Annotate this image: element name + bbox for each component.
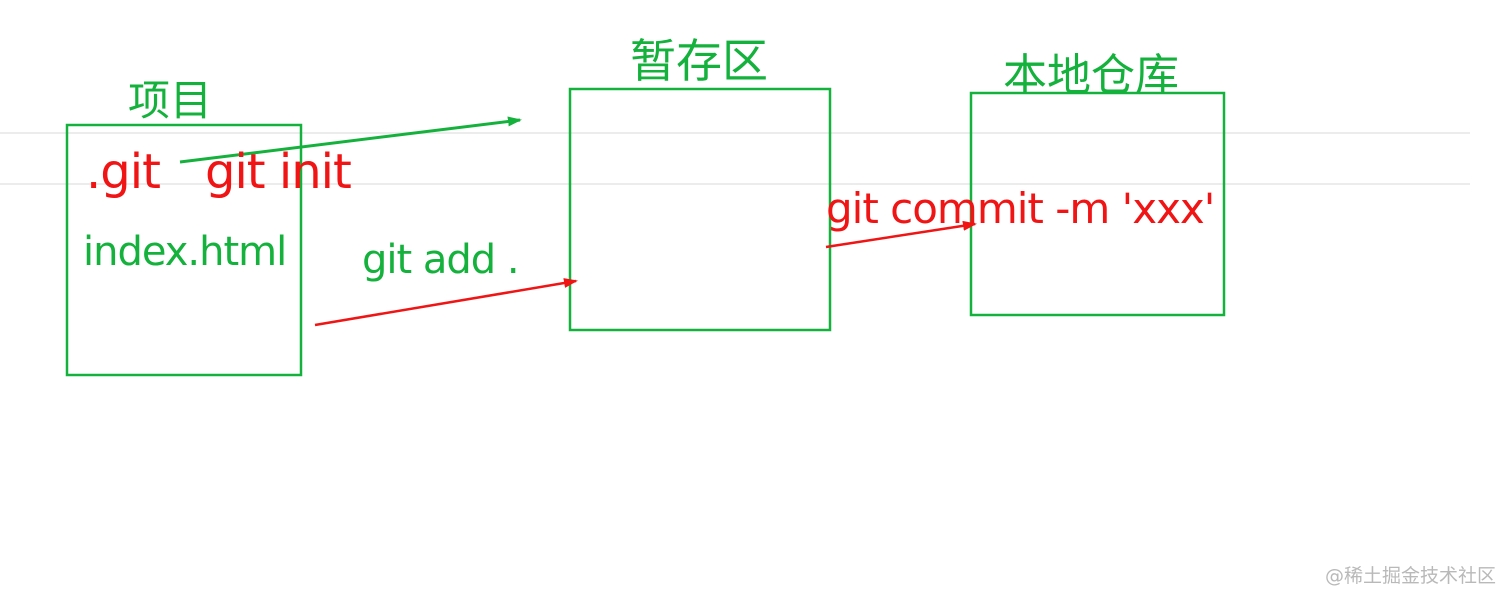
staging-area-label: 暂存区 — [630, 34, 768, 88]
project-label: 项目 — [128, 76, 213, 125]
dot-git-text: .git — [86, 144, 161, 200]
project-box — [65, 123, 303, 377]
git-commit-arrow — [825, 220, 977, 249]
local-repo-box — [969, 91, 1226, 317]
staging-box — [568, 87, 832, 332]
index-html-text: index.html — [83, 229, 287, 275]
watermark: @稀土掘金技术社区 — [1324, 565, 1496, 587]
local-repo-label: 本地仓库 — [1003, 50, 1179, 101]
git-init-arrow — [179, 116, 522, 164]
git-init-text: git init — [205, 144, 352, 200]
git-add-text: git add . — [362, 237, 520, 283]
git-commit-text: git commit -m 'xxx' — [826, 184, 1215, 233]
git-add-arrow — [314, 278, 578, 327]
